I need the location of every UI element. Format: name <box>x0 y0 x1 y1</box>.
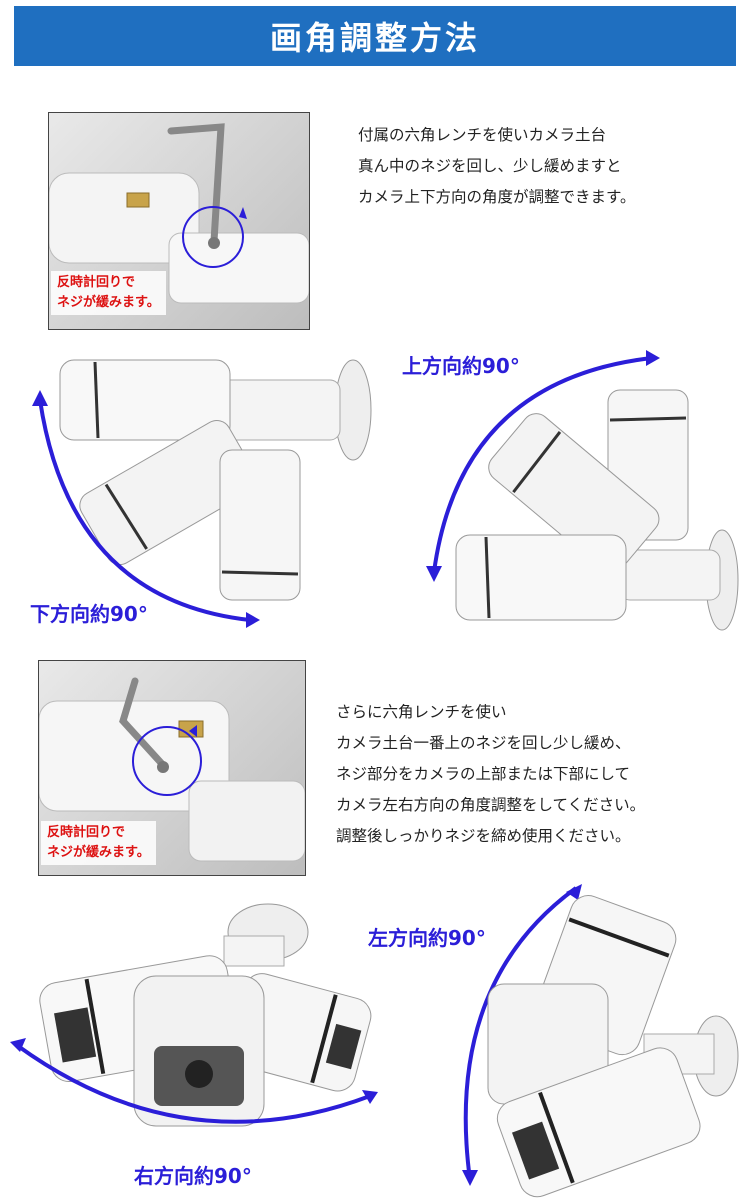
loosen-note-1: 反時計回りで ネジが緩みます。 <box>51 271 166 315</box>
curved-arrow-right-icon <box>16 1044 371 1124</box>
wrench-photo-2: 反時計回りで ネジが緩みます。 <box>38 660 306 876</box>
horizontal-adjust-left-illustration <box>10 903 378 1127</box>
curved-arrow-left-icon <box>463 886 578 1181</box>
label-left-90: 左方向約90° <box>368 926 486 950</box>
screw-icon <box>208 237 220 249</box>
curved-arrow-up-icon <box>432 356 653 573</box>
wrench-photo-1: 反時計回りで ネジが緩みます。 <box>48 112 310 330</box>
horizontal-adjust-right-illustration <box>462 884 739 1198</box>
vertical-adjust-left-illustration <box>32 359 372 628</box>
camera-mount-illustration-2 <box>39 677 305 862</box>
vertical-adjust-right-illustration <box>426 350 739 631</box>
loosen-note-2: 反時計回りで ネジが緩みます。 <box>41 821 156 865</box>
description-2: さらに六角レンチを使い カメラ土台一番上のネジを回し少し緩め、 ネジ部分をカメラ… <box>336 703 646 845</box>
screw-icon <box>157 761 169 773</box>
description-1: 付属の六角レンチを使いカメラ土台 真ん中のネジを回し、少し緩めますと カメラ上下… <box>358 126 636 206</box>
page-title: 画角調整方法 <box>269 19 480 57</box>
label-down-90: 下方向約90° <box>30 602 148 626</box>
title-banner: 画角調整方法 <box>14 6 736 66</box>
camera-mount-illustration-1 <box>49 123 309 304</box>
label-right-90: 右方向約90° <box>134 1164 252 1188</box>
curved-arrow-down-icon <box>38 399 251 622</box>
label-up-90: 上方向約90° <box>402 354 520 378</box>
